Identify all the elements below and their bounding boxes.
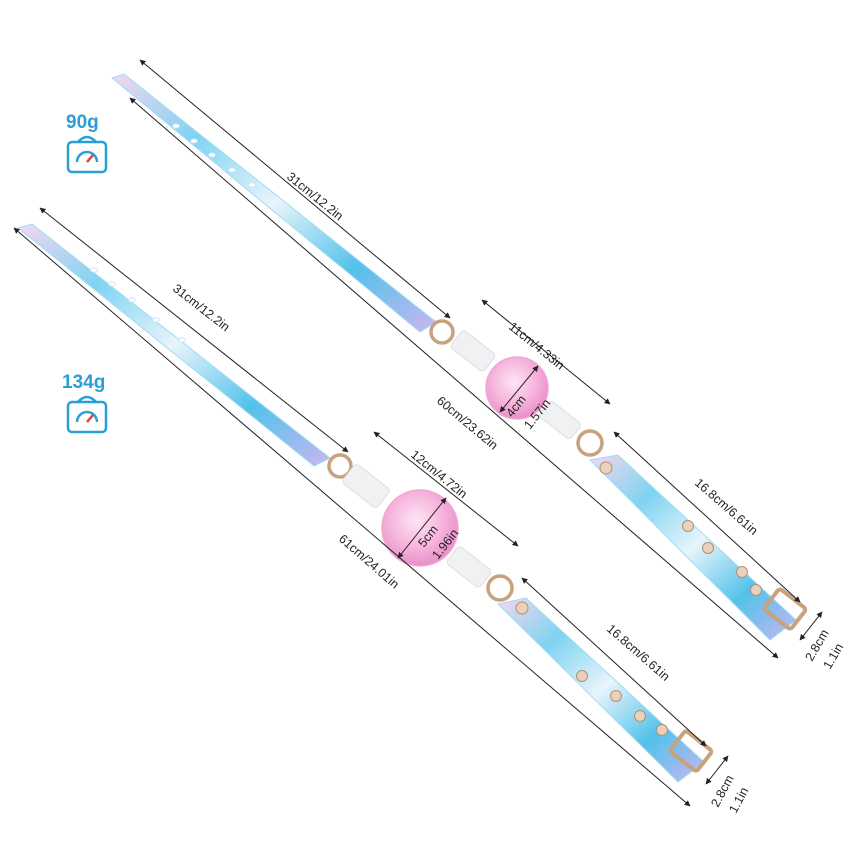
- scale-icon: [66, 135, 108, 174]
- ball-holder-lower-2: [446, 546, 492, 588]
- label-strap-top-2: 31cm/12.2in: [170, 281, 232, 334]
- dim-line-total-2: [13, 227, 691, 807]
- weight-label-1: 90g: [66, 112, 99, 133]
- d-ring-top-1: [429, 319, 455, 345]
- d-ring-bottom-2: [486, 574, 514, 602]
- dim-line-strap-bottom-2: [521, 577, 707, 747]
- upper-strap-2: [16, 223, 331, 467]
- dim-line-width-2: [705, 755, 729, 785]
- label-strap-bottom-1: 16.8cm/6.61in: [692, 476, 760, 538]
- upper-strap-1: [110, 73, 437, 333]
- ball-holder-1: [450, 330, 496, 372]
- dim-line-strap-top-2: [39, 207, 349, 453]
- label-strap-bottom-2: 16.8cm/6.61in: [604, 622, 672, 684]
- weight-label-2: 134g: [62, 372, 105, 393]
- ball-gag-2: [381, 489, 459, 567]
- scale-icon: [66, 395, 108, 434]
- dim-line-width-1: [799, 611, 823, 641]
- d-ring-bottom-1: [576, 429, 604, 457]
- product-1: 90g: [66, 59, 846, 672]
